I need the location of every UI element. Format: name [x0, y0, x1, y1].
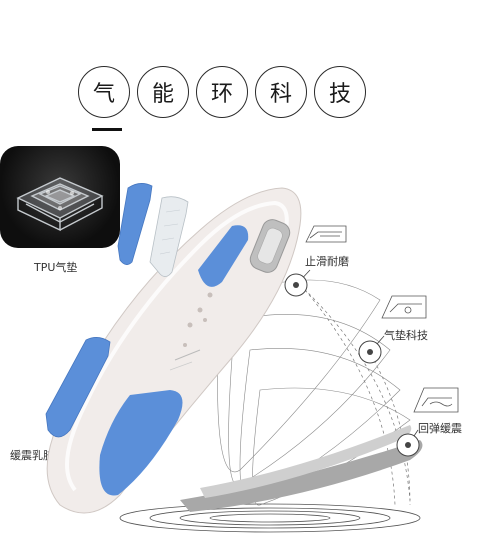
gray-insole-shadows: [180, 425, 423, 512]
callout-antislip: [284, 225, 347, 297]
exploded-tpu-cushion: [149, 196, 189, 277]
main-insole: [46, 187, 302, 514]
rebound-icon: [413, 387, 459, 413]
callout-aircushion: [358, 295, 427, 364]
callout-rebound-label: 回弹缓震: [418, 422, 462, 435]
forefoot-blue-pad: [99, 390, 183, 496]
antislip-icon: [305, 225, 347, 243]
base-ellipses: [119, 503, 421, 533]
exploded-forefoot-latex: [45, 337, 111, 438]
callout-rebound: [396, 387, 459, 457]
callout-tpu-label: TPU气垫: [34, 261, 78, 274]
title-char-3: 环: [196, 66, 248, 118]
exploded-heel-latex: [117, 183, 153, 265]
title-char-2: 能: [137, 66, 189, 118]
title-row: 气 能 环 科 技: [78, 66, 366, 118]
title-char-1: 气: [78, 66, 130, 118]
title-underline: [92, 128, 122, 131]
callout-latex-label: 缓震乳胶: [10, 449, 54, 462]
aircushion-icon: [381, 295, 427, 319]
tpu-cushion-icon: [16, 177, 104, 232]
title-char-5: 技: [314, 66, 366, 118]
callout-antislip-label: 止滑耐磨: [305, 255, 349, 268]
title-char-4: 科: [255, 66, 307, 118]
callout-aircushion-label: 气垫科技: [384, 329, 428, 342]
ventilation-holes: [183, 292, 213, 347]
tpu-cushion-image: [0, 146, 120, 248]
heel-blue-pad: [198, 225, 249, 287]
